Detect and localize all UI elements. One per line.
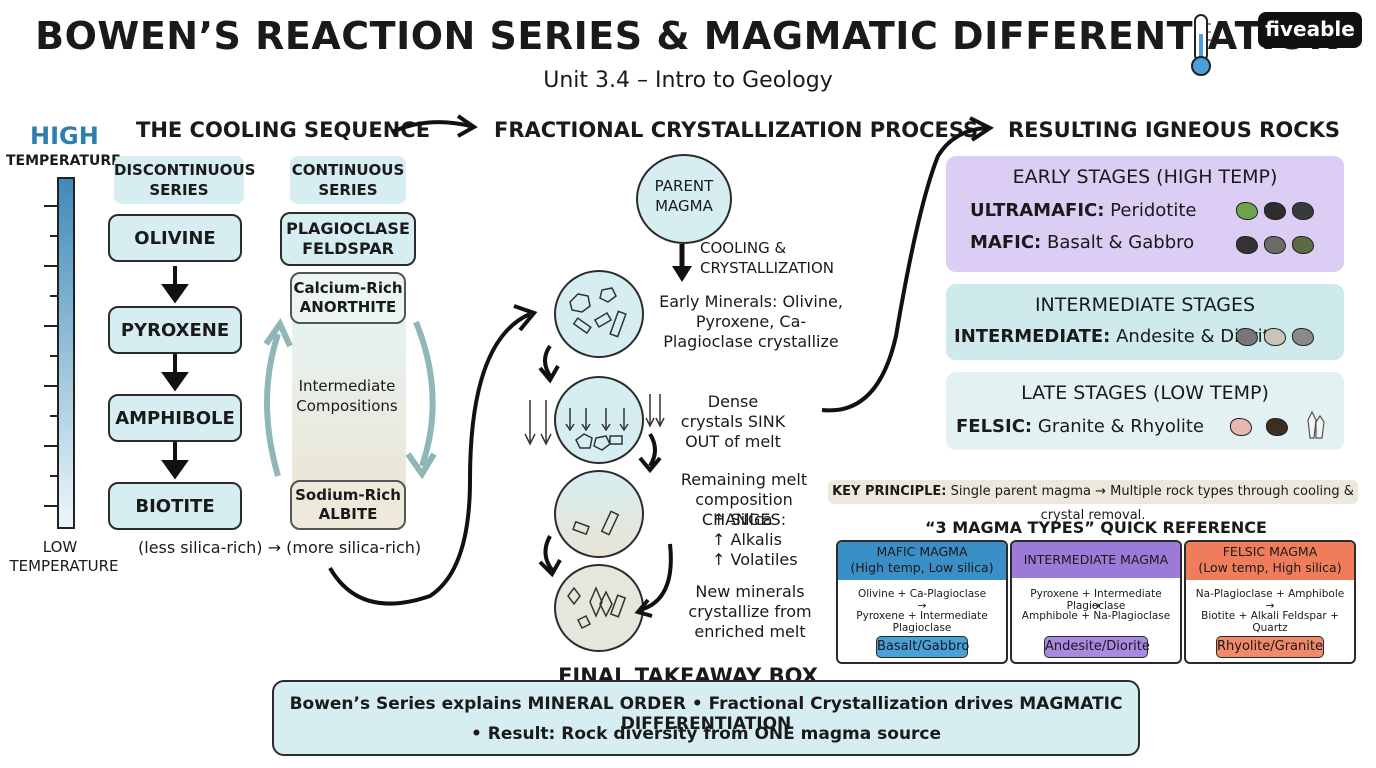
mafic-magma-card: MAFIC MAGMA (High temp, Low silica) Oliv… <box>836 540 1008 664</box>
silica-note: (less silica-rich) → (more silica-rich) <box>138 538 422 557</box>
continuous-gradient <box>292 318 406 488</box>
mafic-line-1: Olivine + Ca-Plagioclase <box>857 588 987 600</box>
cooling-heading: THE COOLING SEQUENCE <box>136 118 431 142</box>
felsic-line-1: Na-Plagioclase + Amphibole <box>1195 588 1345 600</box>
intermediate-compositions: Intermediate Compositions <box>296 377 398 415</box>
mineral-pyroxene: PYROXENE <box>108 306 242 354</box>
felsic-arrow: → <box>1265 600 1275 612</box>
fiveable-logo: fiveable <box>1258 12 1362 48</box>
early-stage-title: EARLY STAGES (HIGH TEMP) <box>1012 166 1278 188</box>
rock-icon <box>1292 236 1314 254</box>
early-crystals-circle <box>554 270 644 358</box>
felsic-line-2: Biotite + Alkali Feldspar + Quartz <box>1201 610 1339 634</box>
discontinuous-heading: DISCONTINUOUS SERIES <box>114 156 255 204</box>
takeaway-box: Bowen’s Series explains MINERAL ORDER • … <box>272 680 1140 756</box>
mineral-amphibole: AMPHIBOLE <box>108 394 242 442</box>
new-minerals-circle <box>554 564 644 652</box>
down-arrow-icon <box>672 244 692 282</box>
temp-high-label: HIGH <box>30 122 99 150</box>
new-crystals <box>567 586 627 630</box>
rock-icon <box>1292 202 1314 220</box>
plagioclase-feldspar-box: PLAGIOCLASE FELDSPAR <box>280 212 416 266</box>
ultramafic-line: ULTRAMAFIC: Peridotite <box>970 200 1197 221</box>
felsic-magma-header: FELSIC MAGMA (Low temp, High silica) <box>1186 542 1354 580</box>
intermediate-stage-title: INTERMEDIATE STAGES <box>1034 294 1256 316</box>
intermediate-result: Andesite/Diorite <box>1044 636 1150 658</box>
felsic-result: Rhyolite/Granite <box>1216 636 1324 658</box>
melt-crystals <box>572 510 620 536</box>
temp-low-label: LOW <box>42 538 78 556</box>
new-minerals-text: New minerals crystallize from enriched m… <box>688 582 812 641</box>
basalt-icon <box>1236 236 1258 254</box>
intermediate-stage-card: INTERMEDIATE STAGES INTERMEDIATE: Andesi… <box>946 284 1344 360</box>
andesite-icon <box>1236 328 1258 346</box>
diorite-icon <box>1264 328 1286 346</box>
right-arrow-icon <box>391 114 478 138</box>
connector-arrow-icon <box>328 304 538 606</box>
mafic-line-2: Pyroxene + Intermediate Plagioclase <box>856 610 988 634</box>
early-minerals-text: Early Minerals: Olivine, Pyroxene, Ca-Pl… <box>659 292 843 351</box>
sinking-crystals <box>565 408 629 451</box>
melt-changes-list: ↑ Silica ↑ Alkalis ↑ Volatiles <box>712 510 798 570</box>
change-alkalis: ↑ Alkalis <box>712 530 782 549</box>
intermediate-magma-card: INTERMEDIATE MAGMA Pyroxene + Intermedia… <box>1010 540 1182 664</box>
rocks-arrow-icon <box>821 116 994 413</box>
remaining-melt-text: Remaining melt composition CHANGES: <box>680 470 808 529</box>
change-silica: ↑ Silica <box>712 510 773 529</box>
mafic-line: MAFIC: Basalt & Gabbro <box>970 232 1195 253</box>
thermometer-icon <box>1191 14 1211 76</box>
intermediate-line-2: Amphibole + Na-Plagioclase <box>1021 610 1171 622</box>
rock-icon <box>1292 328 1314 346</box>
sink-arrows-right <box>645 394 665 428</box>
peridotite-icon <box>1236 202 1258 220</box>
early-stage-card: EARLY STAGES (HIGH TEMP) ULTRAMAFIC: Per… <box>946 156 1344 272</box>
parent-magma-label: PARENT MAGMA <box>654 177 714 215</box>
felsic-line: FELSIC: Granite & Rhyolite <box>956 416 1204 437</box>
rock-icon <box>1264 202 1286 220</box>
sink-arrows-left <box>524 400 552 446</box>
quartz-crystal-icon <box>1307 410 1325 439</box>
fractional-heading: FRACTIONAL CRYSTALLIZATION PROCESS <box>494 118 979 142</box>
mafic-arrow: → <box>917 600 927 612</box>
temp-high-caption: TEMPERATURE <box>6 153 121 169</box>
intermediate-line: INTERMEDIATE: Andesite & Diorite <box>954 326 1281 347</box>
process-arrows <box>538 344 662 578</box>
rhyolite-icon <box>1266 418 1288 436</box>
crystal-shapes <box>569 287 627 338</box>
changing-melt-circle <box>554 470 644 558</box>
cooling-label: COOLING & CRYSTALLIZATION <box>700 239 835 277</box>
page-title: BOWEN’S REACTION SERIES & MAGMATIC DIFFE… <box>35 14 1341 58</box>
granite-icon <box>1230 418 1252 436</box>
takeaway-line-2: • Result: Rock diversity from ONE magma … <box>470 724 942 744</box>
dense-crystals-text: Dense crystals SINK OUT of melt <box>680 392 786 451</box>
albite-box: Sodium-Rich ALBITE <box>290 480 406 530</box>
temperature-bar <box>44 177 75 529</box>
takeaway-line-1: Bowen’s Series explains MINERAL ORDER • … <box>289 694 1123 734</box>
discontinuous-down-arrows <box>161 266 189 480</box>
mineral-olivine: OLIVINE <box>108 214 242 262</box>
magma-types-heading: “3 MAGMA TYPES” QUICK REFERENCE <box>925 518 1267 537</box>
intermediate-magma-header: INTERMEDIATE MAGMA <box>1012 542 1180 578</box>
loop-arrow-icon <box>634 543 673 618</box>
key-principle: KEY PRINCIPLE: Single parent magma → Mul… <box>828 480 1358 523</box>
intermediate-arrow: → <box>1091 600 1101 612</box>
continuous-heading: CONTINUOUS SERIES <box>290 156 406 204</box>
intermediate-line-1: Pyroxene + Intermediate Plagioclase <box>1030 588 1162 612</box>
felsic-magma-card: FELSIC MAGMA (Low temp, High silica) Na-… <box>1184 540 1356 664</box>
anorthite-box: Calcium-Rich ANORTHITE <box>290 272 406 324</box>
temp-low-caption: TEMPERATURE <box>9 557 119 575</box>
mineral-biotite: BIOTITE <box>108 482 242 530</box>
mafic-result: Basalt/Gabbro <box>876 636 969 658</box>
rocks-heading: RESULTING IGNEOUS ROCKS <box>1008 118 1341 142</box>
page-subtitle: Unit 3.4 – Intro to Geology <box>543 68 833 93</box>
late-stage-title: LATE STAGES (LOW TEMP) <box>1021 382 1269 404</box>
sinking-crystals-circle <box>554 376 644 464</box>
continuous-cycle-arrows <box>263 317 437 480</box>
change-volatiles: ↑ Volatiles <box>712 550 798 569</box>
gabbro-icon <box>1264 236 1286 254</box>
parent-magma-circle: PARENT MAGMA <box>636 154 732 244</box>
mafic-magma-header: MAFIC MAGMA (High temp, Low silica) <box>838 542 1006 580</box>
late-stage-card: LATE STAGES (LOW TEMP) FELSIC: Granite &… <box>946 372 1344 450</box>
